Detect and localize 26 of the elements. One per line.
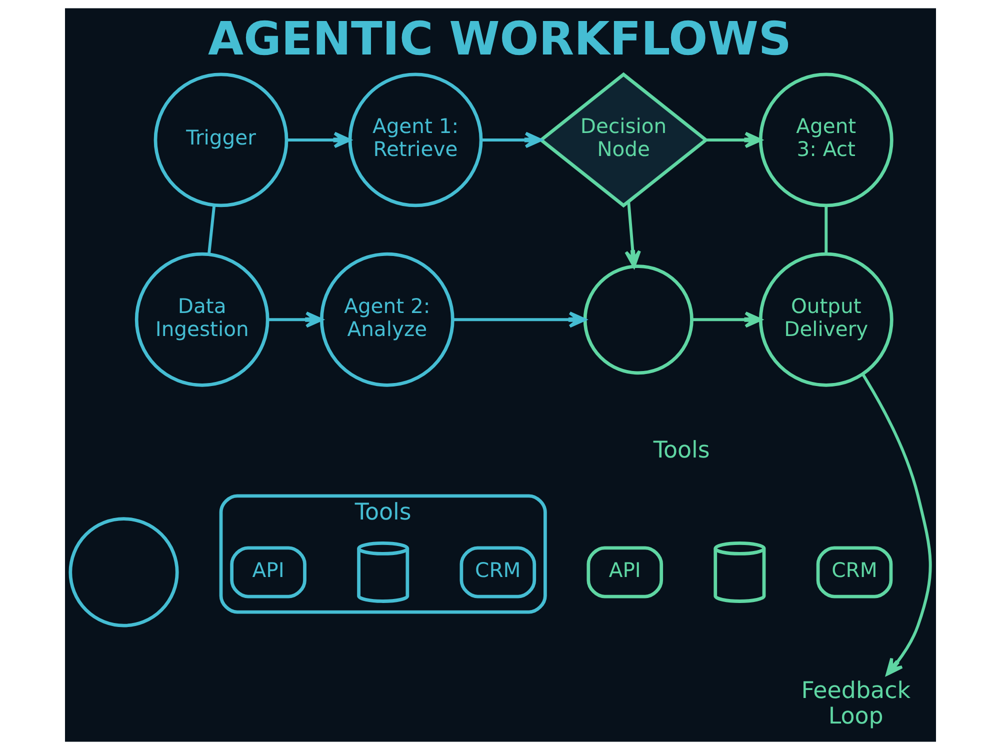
node-diamond: Decision Node: [538, 72, 708, 208]
node-box: CRM: [459, 546, 536, 598]
connector: [824, 206, 828, 254]
node-circle: [582, 264, 693, 375]
arrow: [452, 311, 586, 328]
arrow: [861, 373, 932, 676]
node-circle: Agent 1: Retrieve: [348, 72, 482, 208]
arrow: [691, 311, 762, 328]
node-circle: [68, 517, 178, 628]
node-circle: Agent 3: Act: [758, 72, 893, 208]
node-circle: Output Delivery: [758, 252, 893, 387]
node-circle: Trigger: [153, 72, 288, 208]
node-circle: Data Ingestion: [134, 252, 269, 387]
node-text: Feedback Loop: [800, 678, 910, 730]
node-box: API: [230, 546, 306, 598]
arrow: [267, 311, 322, 328]
node-circle: Agent 2: Analyze: [319, 252, 454, 387]
connector: [207, 205, 216, 254]
arrow: [624, 202, 640, 268]
arrow: [286, 132, 351, 148]
diagram-title: AGENTIC WORKFLOWS: [208, 11, 791, 66]
node-box: CRM: [816, 546, 892, 598]
node-box: API: [586, 546, 663, 598]
label: Tools: [652, 438, 710, 464]
arrow: [480, 132, 542, 148]
arrow: [706, 132, 762, 148]
